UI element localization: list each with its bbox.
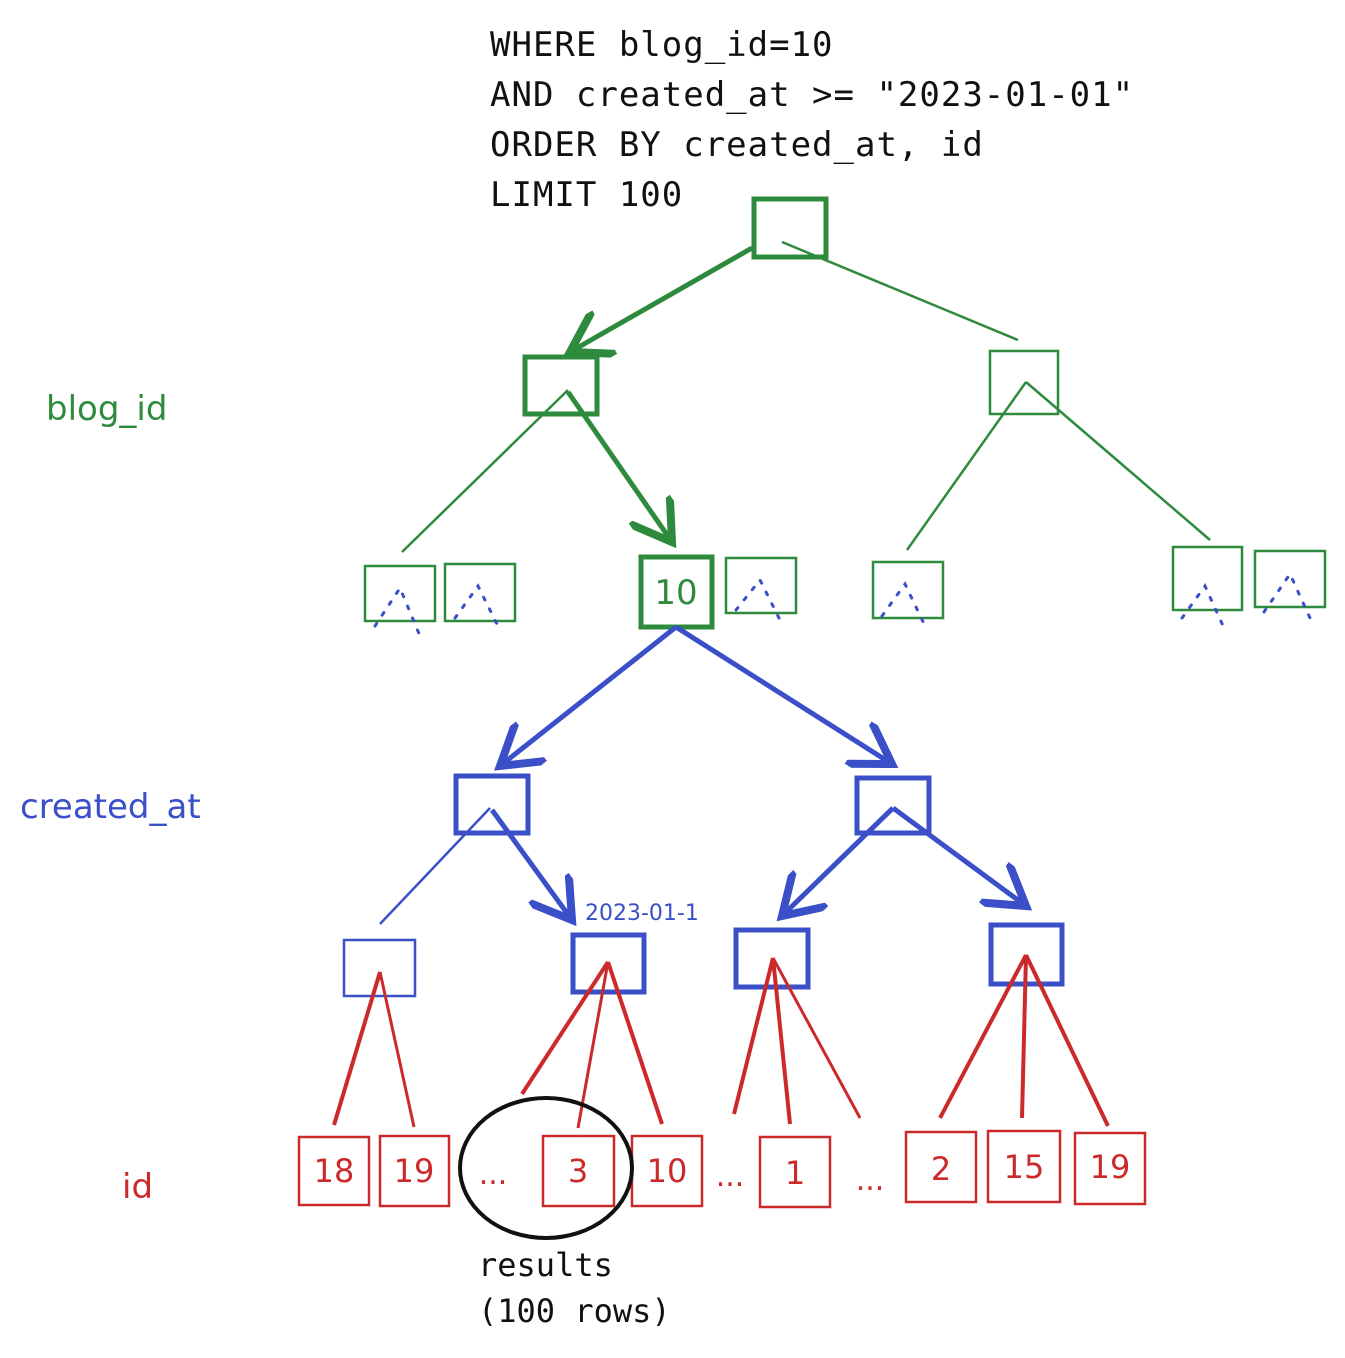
blog-leaf-2 <box>443 562 517 632</box>
level-label-blog-id: blog_id <box>46 389 167 429</box>
id-leaf-19a: 19 <box>378 1134 451 1208</box>
results-count: (100 rows) <box>478 1292 671 1330</box>
id-ellipsis-2: ... <box>716 1159 745 1194</box>
blog-node-left <box>522 354 600 417</box>
results-label: results <box>478 1246 613 1284</box>
query-line-2: AND created_at >= "2023-01-01" <box>490 75 1134 115</box>
root-node <box>751 196 829 260</box>
created-leaf-1 <box>342 938 417 998</box>
blog-node-right <box>988 349 1060 416</box>
edge-created-left-leaf1 <box>379 807 491 925</box>
svg-text:15: 15 <box>1004 1148 1045 1186</box>
edge-right-leaf1 <box>905 381 1028 551</box>
arrow-10-to-right <box>674 624 892 764</box>
query-line-4: LIMIT 100 <box>490 175 683 215</box>
blog-leaf-5 <box>1171 545 1244 630</box>
id-leaf-2: 2 <box>904 1130 978 1204</box>
created-leaf-3 <box>733 927 811 990</box>
level-label-created-at: created_at <box>20 787 201 827</box>
id-leaf-1: 1 <box>758 1135 832 1209</box>
edge-root-right <box>781 240 1019 342</box>
id-leaf-3: 3 <box>541 1134 616 1208</box>
edge-right-leaf2 <box>1025 381 1211 541</box>
svg-text:1: 1 <box>785 1154 805 1192</box>
blog-leaf-3 <box>724 556 798 626</box>
created-leaf-2-label: 2023-01-1 <box>585 901 699 926</box>
svg-text:19: 19 <box>394 1152 435 1190</box>
arrow-root-left <box>570 245 754 352</box>
arrow-created-right-leaf1 <box>782 806 895 916</box>
id-ellipsis-3: ... <box>856 1163 885 1198</box>
query-line-3: ORDER BY created_at, id <box>490 125 984 165</box>
id-leaf-15: 15 <box>986 1129 1062 1204</box>
created-node-left <box>453 773 531 836</box>
svg-text:18: 18 <box>314 1152 355 1190</box>
svg-text:2: 2 <box>931 1150 951 1188</box>
level-label-id: id <box>122 1167 153 1207</box>
id-ellipsis-1: ... <box>479 1157 508 1192</box>
blog-leaf-10-value: 10 <box>654 573 697 613</box>
edge-left-leaf1 <box>401 389 569 553</box>
blog-leaf-4 <box>871 560 945 630</box>
id-leaf-10: 10 <box>630 1134 704 1208</box>
created-node-right <box>854 775 932 836</box>
blog-leaf-6 <box>1253 549 1327 620</box>
blog-leaf-10: 10 <box>638 554 715 630</box>
results-circle <box>458 1096 634 1240</box>
arrow-10-to-left <box>500 625 678 766</box>
svg-text:3: 3 <box>568 1152 588 1190</box>
svg-text:10: 10 <box>647 1152 688 1190</box>
svg-text:19: 19 <box>1090 1148 1131 1186</box>
arrow-left-to-10 <box>565 390 672 542</box>
created-leaf-2 <box>570 932 647 995</box>
id-leaf-18: 18 <box>297 1135 371 1207</box>
blog-leaf-1 <box>363 564 437 638</box>
id-leaf-19b: 19 <box>1073 1131 1147 1206</box>
query-line-1: WHERE blog_id=10 <box>490 25 834 65</box>
arrow-created-left-leaf2 <box>489 808 572 920</box>
id-edges <box>332 954 1110 1129</box>
arrow-created-right-leaf2 <box>891 805 1026 906</box>
